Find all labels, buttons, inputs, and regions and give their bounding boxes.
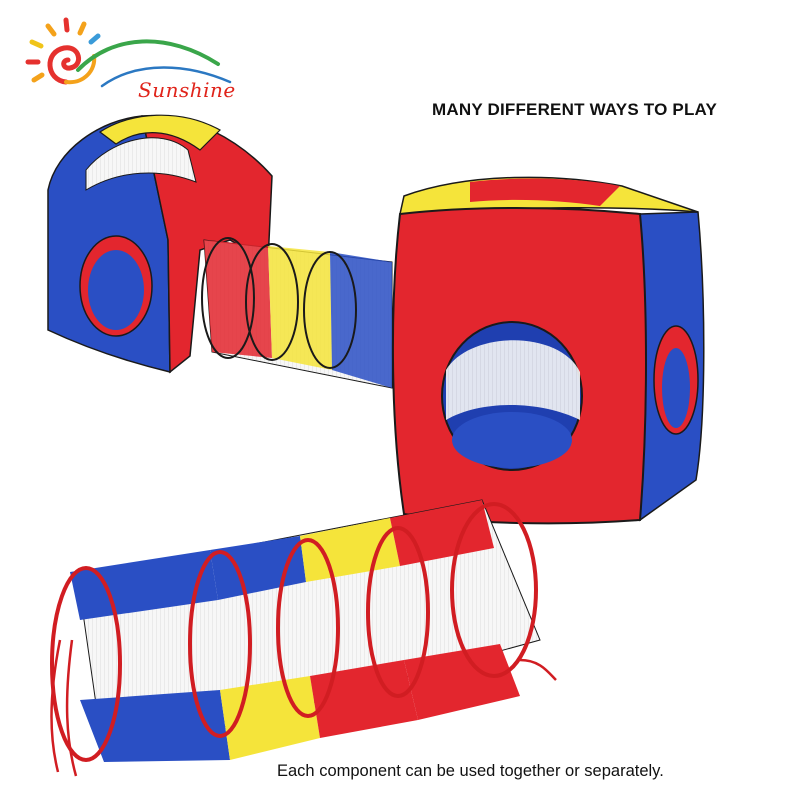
dome-tent — [47, 114, 273, 374]
logo-wordmark: Sunshine — [138, 78, 236, 102]
caption: Each component can be used together or s… — [277, 762, 664, 780]
headline: MANY DIFFERENT WAYS TO PLAY — [432, 100, 718, 119]
long-tunnel — [50, 499, 557, 777]
connecting-tunnel — [201, 237, 393, 389]
sunshine-logo: Sunshine — [18, 12, 248, 107]
sun-swirl-logo-icon — [25, 17, 232, 88]
cube-tent — [391, 176, 705, 525]
